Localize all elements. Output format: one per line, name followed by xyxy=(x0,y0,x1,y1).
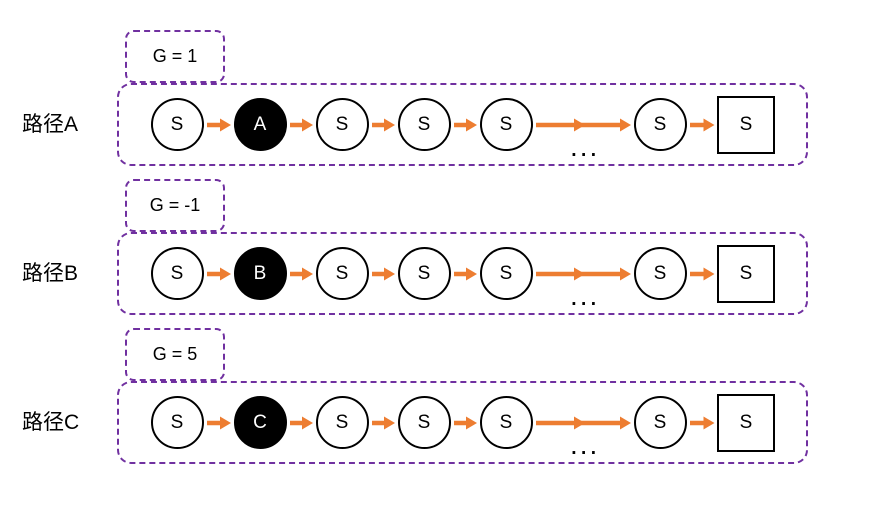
return-badge-label-2: G = -1 xyxy=(149,195,201,215)
path-container-1 xyxy=(117,83,808,166)
node-3-2-highlighted: C xyxy=(233,396,287,449)
node-2-3: S xyxy=(315,247,369,300)
arrow-3 xyxy=(371,265,395,283)
return-badge-2: G = -1 xyxy=(125,179,225,232)
arrow-7 xyxy=(689,116,714,134)
node-2-2-highlighted: B xyxy=(233,247,287,300)
arrow-1 xyxy=(206,265,231,283)
node-2-1: S xyxy=(150,247,204,300)
ellipsis-3: ... xyxy=(570,428,600,460)
arrow-6 xyxy=(577,265,631,283)
arrow-1 xyxy=(206,116,231,134)
node-3-5: S xyxy=(479,396,533,449)
return-badge-label-1: G = 1 xyxy=(152,46,198,66)
arrow-2 xyxy=(289,414,313,432)
arrow-3 xyxy=(371,414,395,432)
ellipsis-1: ... xyxy=(570,130,600,162)
node-1-3: S xyxy=(315,98,369,151)
node-2-4: S xyxy=(397,247,451,300)
node-3-3: S xyxy=(315,396,369,449)
node-1-5: S xyxy=(479,98,533,151)
return-badge-label-3: G = 5 xyxy=(152,344,198,364)
arrow-3 xyxy=(371,116,395,134)
path-label-1: 路径A xyxy=(22,112,79,136)
path-label-3: 路径C xyxy=(22,410,80,434)
ellipsis-2: ... xyxy=(570,279,600,311)
arrow-2 xyxy=(289,265,313,283)
arrow-2 xyxy=(289,116,313,134)
node-3-1: S xyxy=(150,396,204,449)
node-2-5: S xyxy=(479,247,533,300)
node-1-4: S xyxy=(397,98,451,151)
arrow-1 xyxy=(206,414,231,432)
path-container-2 xyxy=(117,232,808,315)
node-1-7-terminal: S xyxy=(717,95,775,154)
arrow-6 xyxy=(577,116,631,134)
arrow-7 xyxy=(689,414,714,432)
node-3-6: S xyxy=(633,396,687,449)
arrow-4 xyxy=(453,116,477,134)
node-2-7-terminal: S xyxy=(717,244,775,303)
node-1-2-highlighted: A xyxy=(233,98,287,151)
node-2-6: S xyxy=(633,247,687,300)
arrow-6 xyxy=(577,414,631,432)
arrow-4 xyxy=(453,414,477,432)
node-3-4: S xyxy=(397,396,451,449)
return-badge-1: G = 1 xyxy=(125,30,225,83)
path-label-2: 路径B xyxy=(22,261,79,285)
node-1-1: S xyxy=(150,98,204,151)
arrow-4 xyxy=(453,265,477,283)
arrow-7 xyxy=(689,265,714,283)
node-1-6: S xyxy=(633,98,687,151)
node-3-7-terminal: S xyxy=(717,393,775,452)
return-badge-3: G = 5 xyxy=(125,328,225,381)
path-container-3 xyxy=(117,381,808,464)
